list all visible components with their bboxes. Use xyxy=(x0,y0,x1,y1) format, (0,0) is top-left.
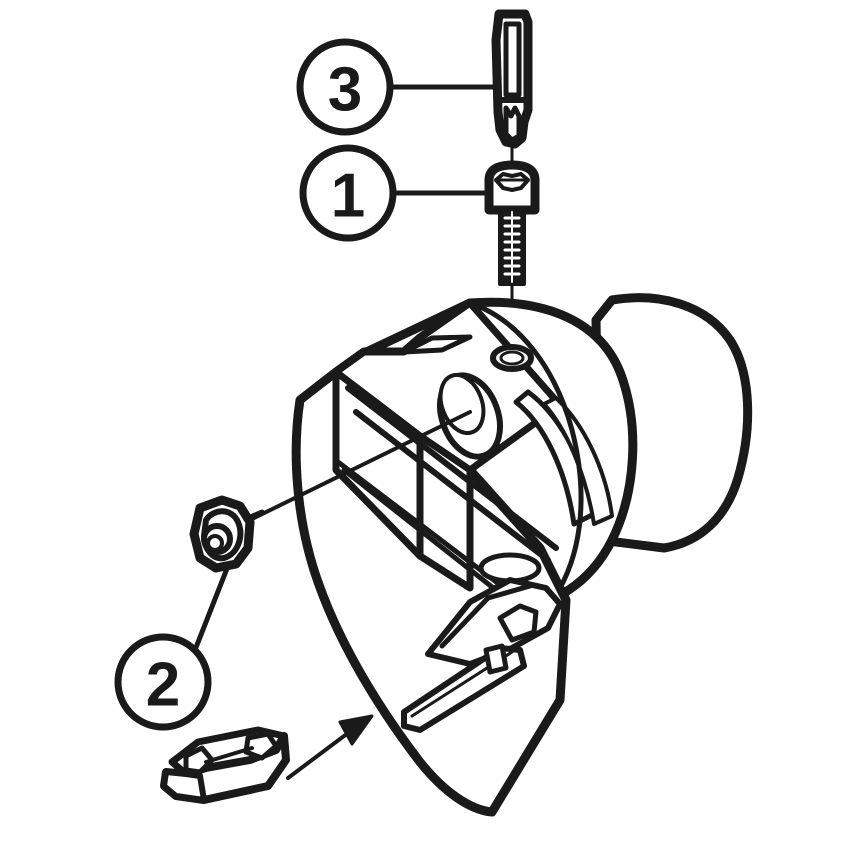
shim-screw-leader-line xyxy=(248,410,472,522)
callout-2-leader-line xyxy=(192,565,231,651)
callout-3-circle xyxy=(296,38,394,136)
tool-body xyxy=(291,293,753,817)
shim-screw xyxy=(189,495,265,573)
torx-key xyxy=(491,9,533,149)
callout-1-label: 1 xyxy=(331,162,365,231)
callout-3[interactable]: 3 xyxy=(296,38,498,136)
callout-2-label: 2 xyxy=(146,651,180,720)
callout-1[interactable]: 1 xyxy=(299,144,490,242)
callout-2[interactable]: 2 xyxy=(114,565,231,731)
clamp-screw xyxy=(484,160,540,286)
callout-2-circle xyxy=(114,633,212,731)
insert-direction-arrow xyxy=(286,714,374,780)
cutting-insert xyxy=(160,726,290,804)
callout-3-label: 3 xyxy=(328,56,362,125)
callout-1-circle xyxy=(299,144,397,242)
